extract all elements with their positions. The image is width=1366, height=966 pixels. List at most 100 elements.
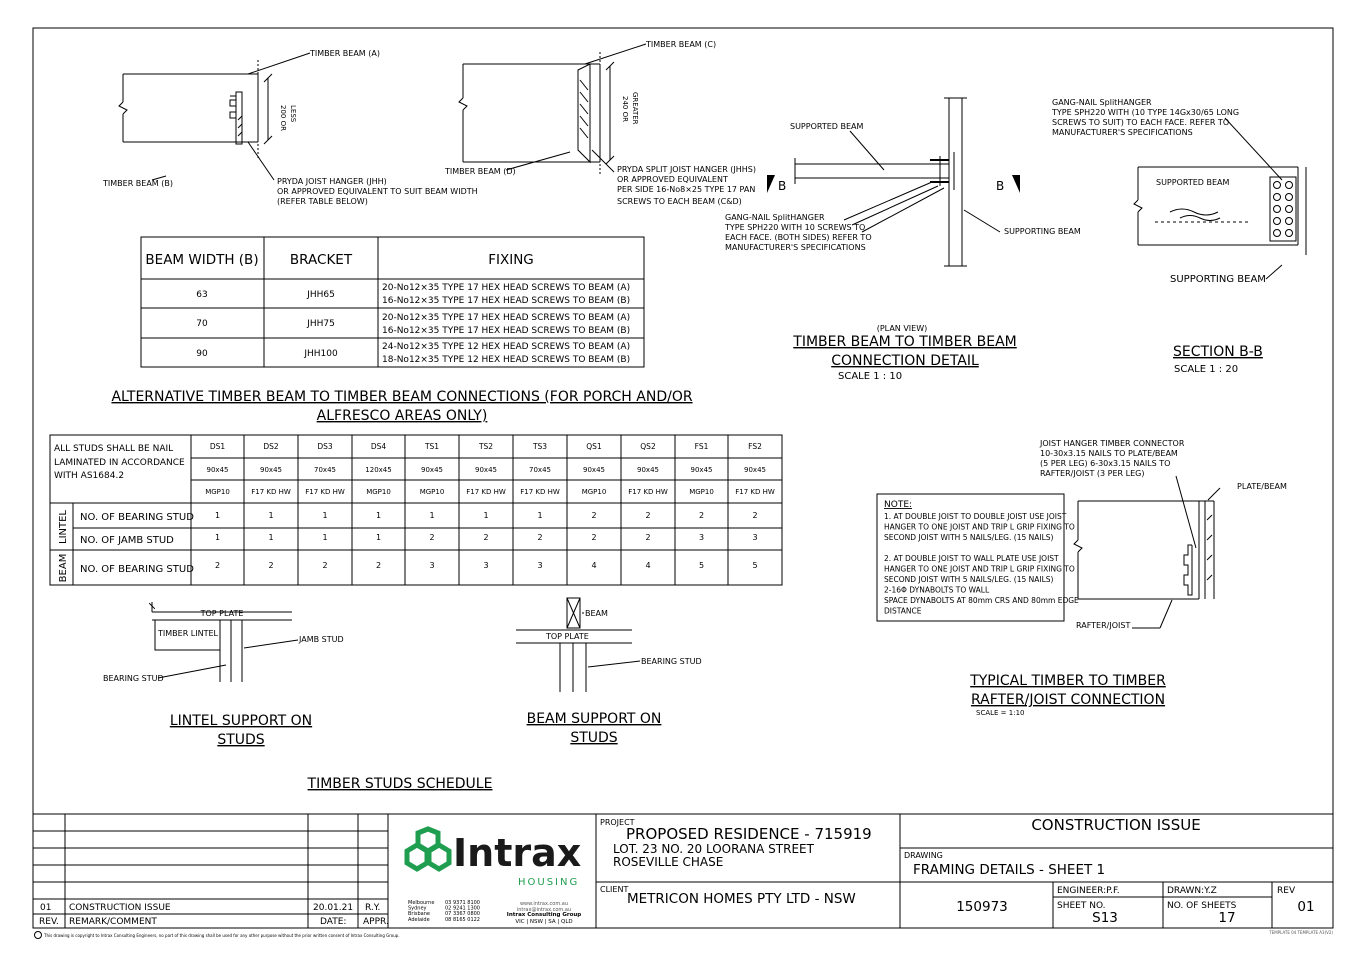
studs-intro-1: ALL STUDS SHALL BE NAIL	[54, 444, 173, 454]
bb-supported-beam: SUPPORTED BEAM	[1156, 178, 1230, 187]
office-phone: 08 8165 0122	[445, 917, 480, 923]
plan-title-line-2: CONNECTION DETAIL	[831, 353, 979, 369]
stud-value-r2-fs2: 3	[752, 533, 757, 542]
plan-supporting-beam: SUPPORTING BEAM	[1004, 227, 1081, 236]
studs-lintel-label: LINTEL	[58, 510, 69, 544]
stud-value-r2-fs1: 3	[699, 533, 704, 542]
plan-view-drawing	[767, 97, 1020, 267]
rafter-note-line: 2. AT DOUBLE JOIST TO WALL PLATE USE JOI…	[884, 554, 1059, 563]
plan-gang-note-2: TYPE SPH220 WITH 10 SCREWS TO	[724, 223, 865, 232]
bracket-row-2-fixing-1: 20-No12×35 TYPE 17 HEX HEAD SCREWS TO BE…	[382, 313, 630, 323]
stud-grade-ts3: F17 KD HW	[520, 488, 560, 496]
stud-value-r3-ts1: 3	[429, 561, 434, 570]
studs-intro-2: LAMINATED IN ACCORDANCE	[54, 458, 185, 468]
stud-value-r3-qs2: 4	[645, 561, 650, 570]
studs-row-1-label: NO. OF BEARING STUD	[80, 512, 194, 523]
sheets-label: NO. OF SHEETS	[1167, 901, 1237, 911]
rafter-note-line: SPACE DYNABOLTS AT 80mm CRS AND 80mm EDG…	[884, 596, 1079, 605]
alt-title-line-2: ALFRESCO AREAS ONLY)	[317, 408, 488, 424]
lintel-jamb-stud: JAMB STUD	[298, 635, 344, 644]
stud-value-r3-ds2: 2	[268, 561, 273, 570]
stud-value-r1-qs1: 2	[591, 511, 596, 520]
appr-cell: R.Y.	[365, 903, 380, 913]
rafter-note-line: DISTANCE	[884, 607, 922, 616]
stud-value-r2-ds3: 1	[322, 533, 327, 542]
title-block-grid	[33, 813, 1333, 928]
rafter-scale: SCALE = 1:10	[976, 709, 1024, 717]
bb-gang-note-3: SCREWS TO SUIT) TO EACH FACE. REFER TO	[1052, 118, 1229, 127]
engineer: ENGINEER:P.F.	[1057, 886, 1120, 896]
client-name: METRICON HOMES PTY LTD - NSW	[627, 891, 856, 907]
rev-no-cell: 01	[40, 903, 51, 913]
lintel-bearing-stud: BEARING STUD	[103, 674, 164, 683]
rev-value: 01	[1297, 899, 1314, 915]
bracket-row-2-fixing-2: 16-No12×35 TYPE 17 HEX HEAD SCREWS TO BE…	[382, 326, 630, 336]
jhh-note-line-2: OR APPROVED EQUIVALENT TO SUIT BEAM WIDT…	[277, 187, 478, 196]
beam-a-label: TIMBER BEAM (A)	[309, 49, 380, 58]
stud-value-r1-qs2: 2	[645, 511, 650, 520]
stud-value-r1-ts2: 1	[483, 511, 488, 520]
stud-size-ts3: 70x45	[529, 466, 551, 474]
bb-supporting-beam: SUPPORTING BEAM	[1170, 274, 1266, 285]
stud-grade-ds4: MGP10	[366, 488, 391, 496]
bracket-row-2-width: 70	[196, 319, 208, 329]
stud-code-qs2: QS2	[640, 442, 656, 451]
stud-value-r2-ds2: 1	[268, 533, 273, 542]
stud-grade-ds1: MGP10	[205, 488, 230, 496]
intrax-logo	[404, 826, 452, 872]
jhh-note-line-1: PRYDA JOIST HANGER (JHH)	[277, 177, 387, 186]
beam-cd-detail	[458, 43, 647, 176]
stud-value-r1-fs1: 2	[699, 511, 704, 520]
rafter-plate-beam: PLATE/BEAM	[1237, 482, 1287, 491]
studs-row-3-label: NO. OF BEARING STUD	[80, 564, 194, 575]
office-phone: 03 9371 8100	[445, 900, 480, 906]
lintel-top-plate: TOP PLATE	[200, 609, 244, 618]
stud-value-r3-ts3: 3	[537, 561, 542, 570]
stud-code-ts3: TS3	[532, 442, 547, 451]
stud-value-r2-ts3: 2	[537, 533, 542, 542]
plan-section-b-left: B	[778, 179, 786, 193]
stud-value-r2-ts1: 2	[429, 533, 434, 542]
jhh-note-line-3: (REFER TABLE BELOW)	[277, 197, 368, 206]
beam-c-label: TIMBER BEAM (C)	[645, 40, 716, 49]
status-text: CONSTRUCTION ISSUE	[1031, 816, 1200, 834]
dim-less-label: LESS	[289, 105, 297, 123]
stud-code-fs2: FS2	[748, 442, 762, 451]
rafter-note-line: SECOND JOIST WITH 5 NAILS/LEG. (15 NAILS…	[884, 575, 1054, 584]
jhhs-note-line-3: PER SIDE 16-No8×25 TYPE 17 PAN	[617, 185, 755, 194]
stud-value-r1-ts1: 1	[429, 511, 434, 520]
logo-name: Intrax	[453, 831, 581, 875]
bb-title: SECTION B-B	[1173, 344, 1263, 360]
schedule-title: TIMBER STUDS SCHEDULE	[307, 776, 493, 792]
project-addr-2: ROSEVILLE CHASE	[613, 855, 723, 869]
stud-code-ds3: DS3	[317, 442, 333, 451]
bracket-header-bracket: BRACKET	[290, 252, 353, 268]
stud-value-r2-qs2: 2	[645, 533, 650, 542]
studs-row-2-label: NO. OF JAMB STUD	[80, 535, 174, 546]
stud-code-ts2: TS2	[478, 442, 493, 451]
sheets-count: 17	[1218, 910, 1235, 926]
stud-grade-qs1: MGP10	[582, 488, 607, 496]
rafter-note-line: 2-16Φ DYNABOLTS TO WALL	[884, 586, 990, 595]
template-text: TEMPLATE 04 TEMPLATE A3(V2)	[1268, 930, 1333, 935]
rafter-note-line: 1. AT DOUBLE JOIST TO DOUBLE JOIST USE J…	[884, 512, 1067, 521]
stud-size-qs1: 90x45	[583, 466, 605, 474]
stud-value-r2-ds4: 1	[376, 533, 381, 542]
office-name: Sydney	[408, 906, 427, 912]
plan-supported-beam: SUPPORTED BEAM	[790, 122, 864, 131]
copyright-text: This drawing is copyright to Intrax Cons…	[43, 933, 400, 938]
stud-grade-ds2: F17 KD HW	[251, 488, 291, 496]
studs-beam-label: BEAM	[58, 554, 69, 583]
project-label: PROJECT	[600, 818, 635, 827]
rafter-note-box	[876, 493, 1065, 622]
stud-value-r1-ts3: 1	[537, 511, 542, 520]
beam-support-bearing-stud: BEARING STUD	[641, 657, 702, 666]
rafter-note-2: 10-30x3.15 NAILS TO PLATE/BEAM	[1040, 449, 1178, 458]
remark-header: REMARK/COMMENT	[69, 917, 157, 927]
bracket-row-3-bracket: JHH100	[303, 349, 338, 359]
plan-section-b-right: B	[996, 179, 1004, 193]
bracket-header-fixing: FIXING	[488, 252, 534, 268]
bracket-row-3-width: 90	[196, 349, 208, 359]
beam-support-top-plate: TOP PLATE	[545, 632, 589, 641]
